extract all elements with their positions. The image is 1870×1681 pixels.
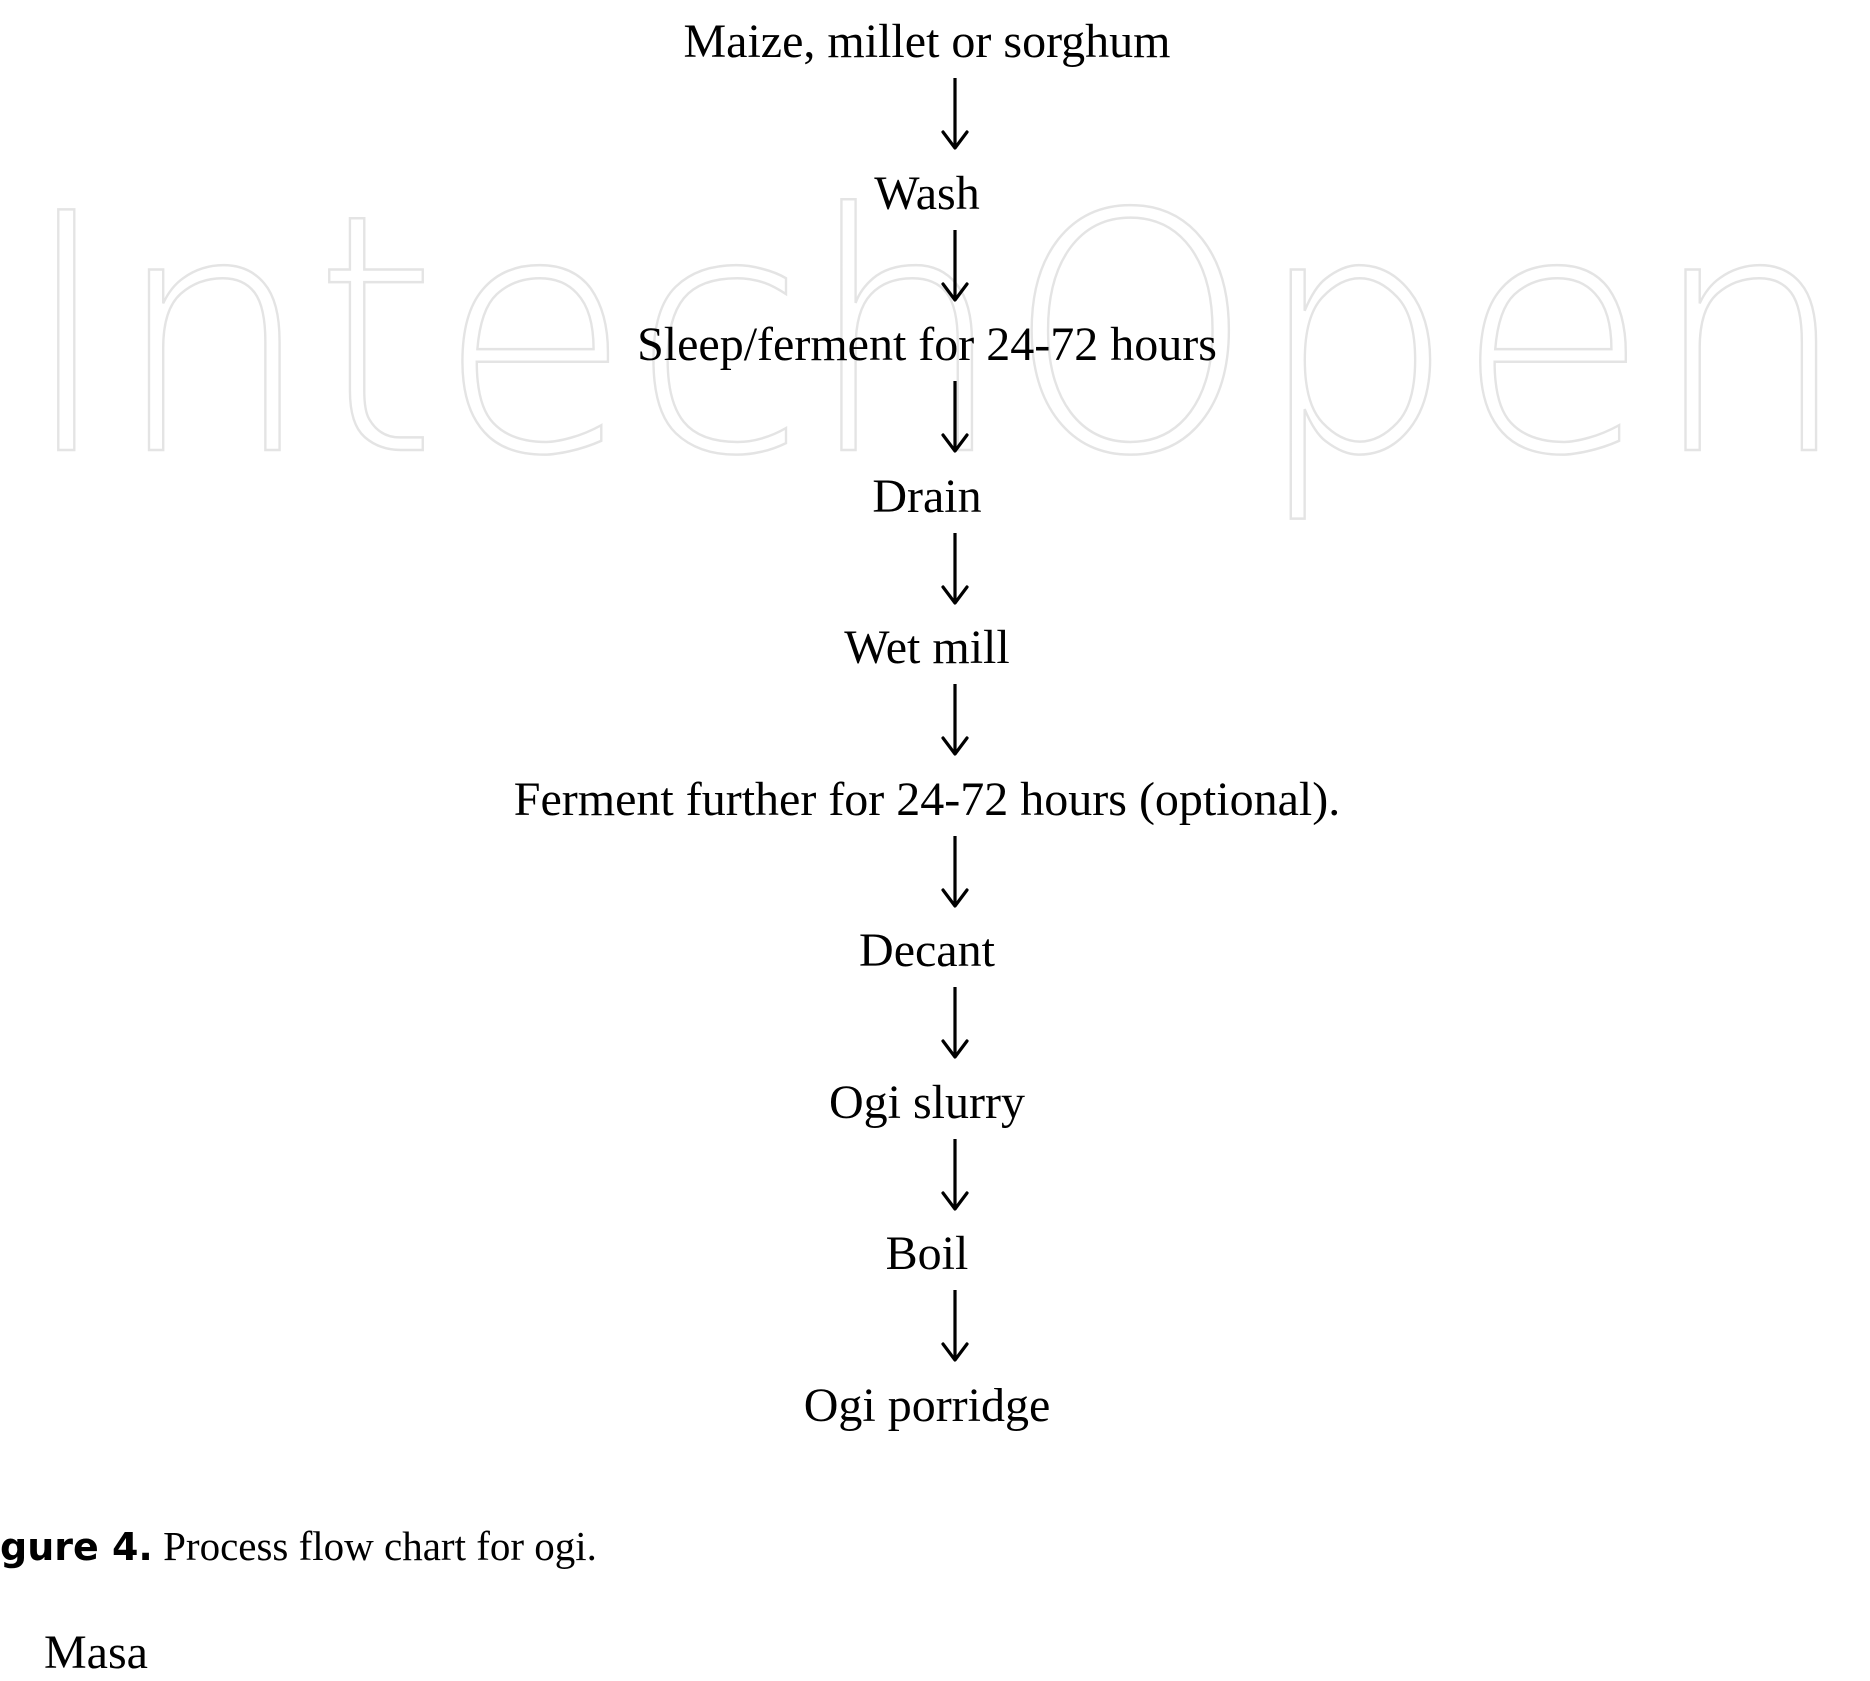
down-arrow-icon [941, 381, 969, 453]
down-arrow-icon [941, 78, 969, 150]
flow-step: Boil [885, 1227, 969, 1280]
figure-label: gure 4. [0, 1525, 153, 1569]
flow-step: Ogi porridge [803, 1378, 1051, 1432]
down-arrow-icon [941, 1290, 969, 1362]
figure-caption-text: Process flow chart for ogi. [152, 1523, 597, 1569]
down-arrow-icon [941, 532, 969, 605]
down-arrow-icon [941, 835, 969, 908]
flow-step: Sleep/ferment for 24-72 hours [637, 318, 1217, 371]
down-arrow-icon [941, 229, 969, 302]
down-arrow-icon [941, 684, 969, 756]
flow-step: Ogi slurry [829, 1075, 1025, 1129]
down-arrow-icon [941, 1138, 969, 1211]
figure-caption: gure 4. Process flow chart for ogi. [0, 1521, 597, 1572]
section-heading: Masa [44, 1626, 148, 1679]
flow-step: Decant [859, 924, 995, 977]
flow-step: Wet mill [844, 621, 1010, 674]
flow-step: Maize, millet or sorghum [683, 15, 1171, 68]
flow-step: Ferment further for 24-72 hours (optiona… [513, 772, 1341, 826]
down-arrow-icon [941, 987, 969, 1059]
flow-step: Drain [872, 469, 982, 523]
flow-step: Wash [874, 166, 980, 220]
